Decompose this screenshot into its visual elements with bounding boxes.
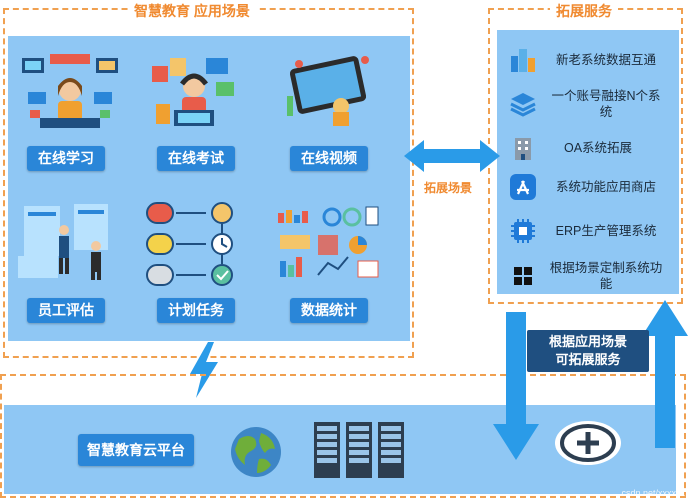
service-item: 一个账号融接N个系统 (508, 86, 674, 122)
watermark: csdn.net/xxxxxx (621, 488, 685, 498)
service-label: OA系统拓展 (564, 141, 633, 155)
scenario-data-statistics[interactable]: 数据统计 (290, 298, 368, 323)
service-label: ERP生产管理系统 (555, 224, 657, 238)
online-learning-illustration (22, 54, 118, 128)
platform-group (0, 374, 686, 498)
online-exam-illustration (152, 58, 234, 126)
employee-evaluation-illustration (18, 204, 108, 280)
service-label: 系统功能应用商店 (555, 180, 656, 194)
service-item: 根据场景定制系统功能 (508, 258, 674, 294)
scenarios-title: 智慧教育 应用场景 (128, 1, 256, 21)
layers-icon (508, 89, 538, 119)
service-item: 系统功能应用商店 (508, 172, 674, 202)
globe-icon (231, 427, 281, 477)
service-item: OA系统拓展 (508, 133, 674, 163)
service-label: 新老系统数据互通 (555, 53, 656, 67)
city-buildings-icon (508, 45, 538, 75)
cpu-chip-icon (508, 216, 538, 246)
service-label: 一个账号融接N个系统 (551, 89, 661, 119)
plan-task-illustration (146, 202, 233, 286)
double-arrow-icon (404, 140, 500, 172)
scenario-online-learning[interactable]: 在线学习 (27, 146, 105, 171)
down-arrow-icon (493, 312, 539, 460)
services-panel (497, 30, 679, 294)
expand-services-label: 根据应用场景 可拓展服务 (527, 330, 649, 372)
office-building-icon (508, 133, 538, 163)
up-arrow-icon (642, 300, 688, 448)
lightning-icon (190, 342, 218, 398)
scenario-online-video[interactable]: 在线视频 (290, 146, 368, 171)
plus-circle-icon[interactable] (553, 419, 623, 467)
service-label: 根据场景定制系统功能 (549, 261, 663, 291)
online-video-illustration (287, 56, 369, 126)
service-item: 新老系统数据互通 (508, 42, 674, 78)
scenario-employee-evaluation[interactable]: 员工评估 (27, 298, 105, 323)
app-store-icon (508, 172, 538, 202)
scenario-online-exam[interactable]: 在线考试 (157, 146, 235, 171)
platform-label[interactable]: 智慧教育云平台 (78, 434, 194, 466)
connector-label: 拓展场景 (424, 181, 473, 195)
server-rack-icon (314, 422, 404, 478)
scenario-plan-task[interactable]: 计划任务 (157, 298, 235, 323)
grid-icon (508, 261, 538, 291)
service-item: ERP生产管理系统 (508, 216, 674, 246)
services-title: 拓展服务 (550, 1, 618, 21)
data-statistics-illustration (278, 206, 379, 278)
